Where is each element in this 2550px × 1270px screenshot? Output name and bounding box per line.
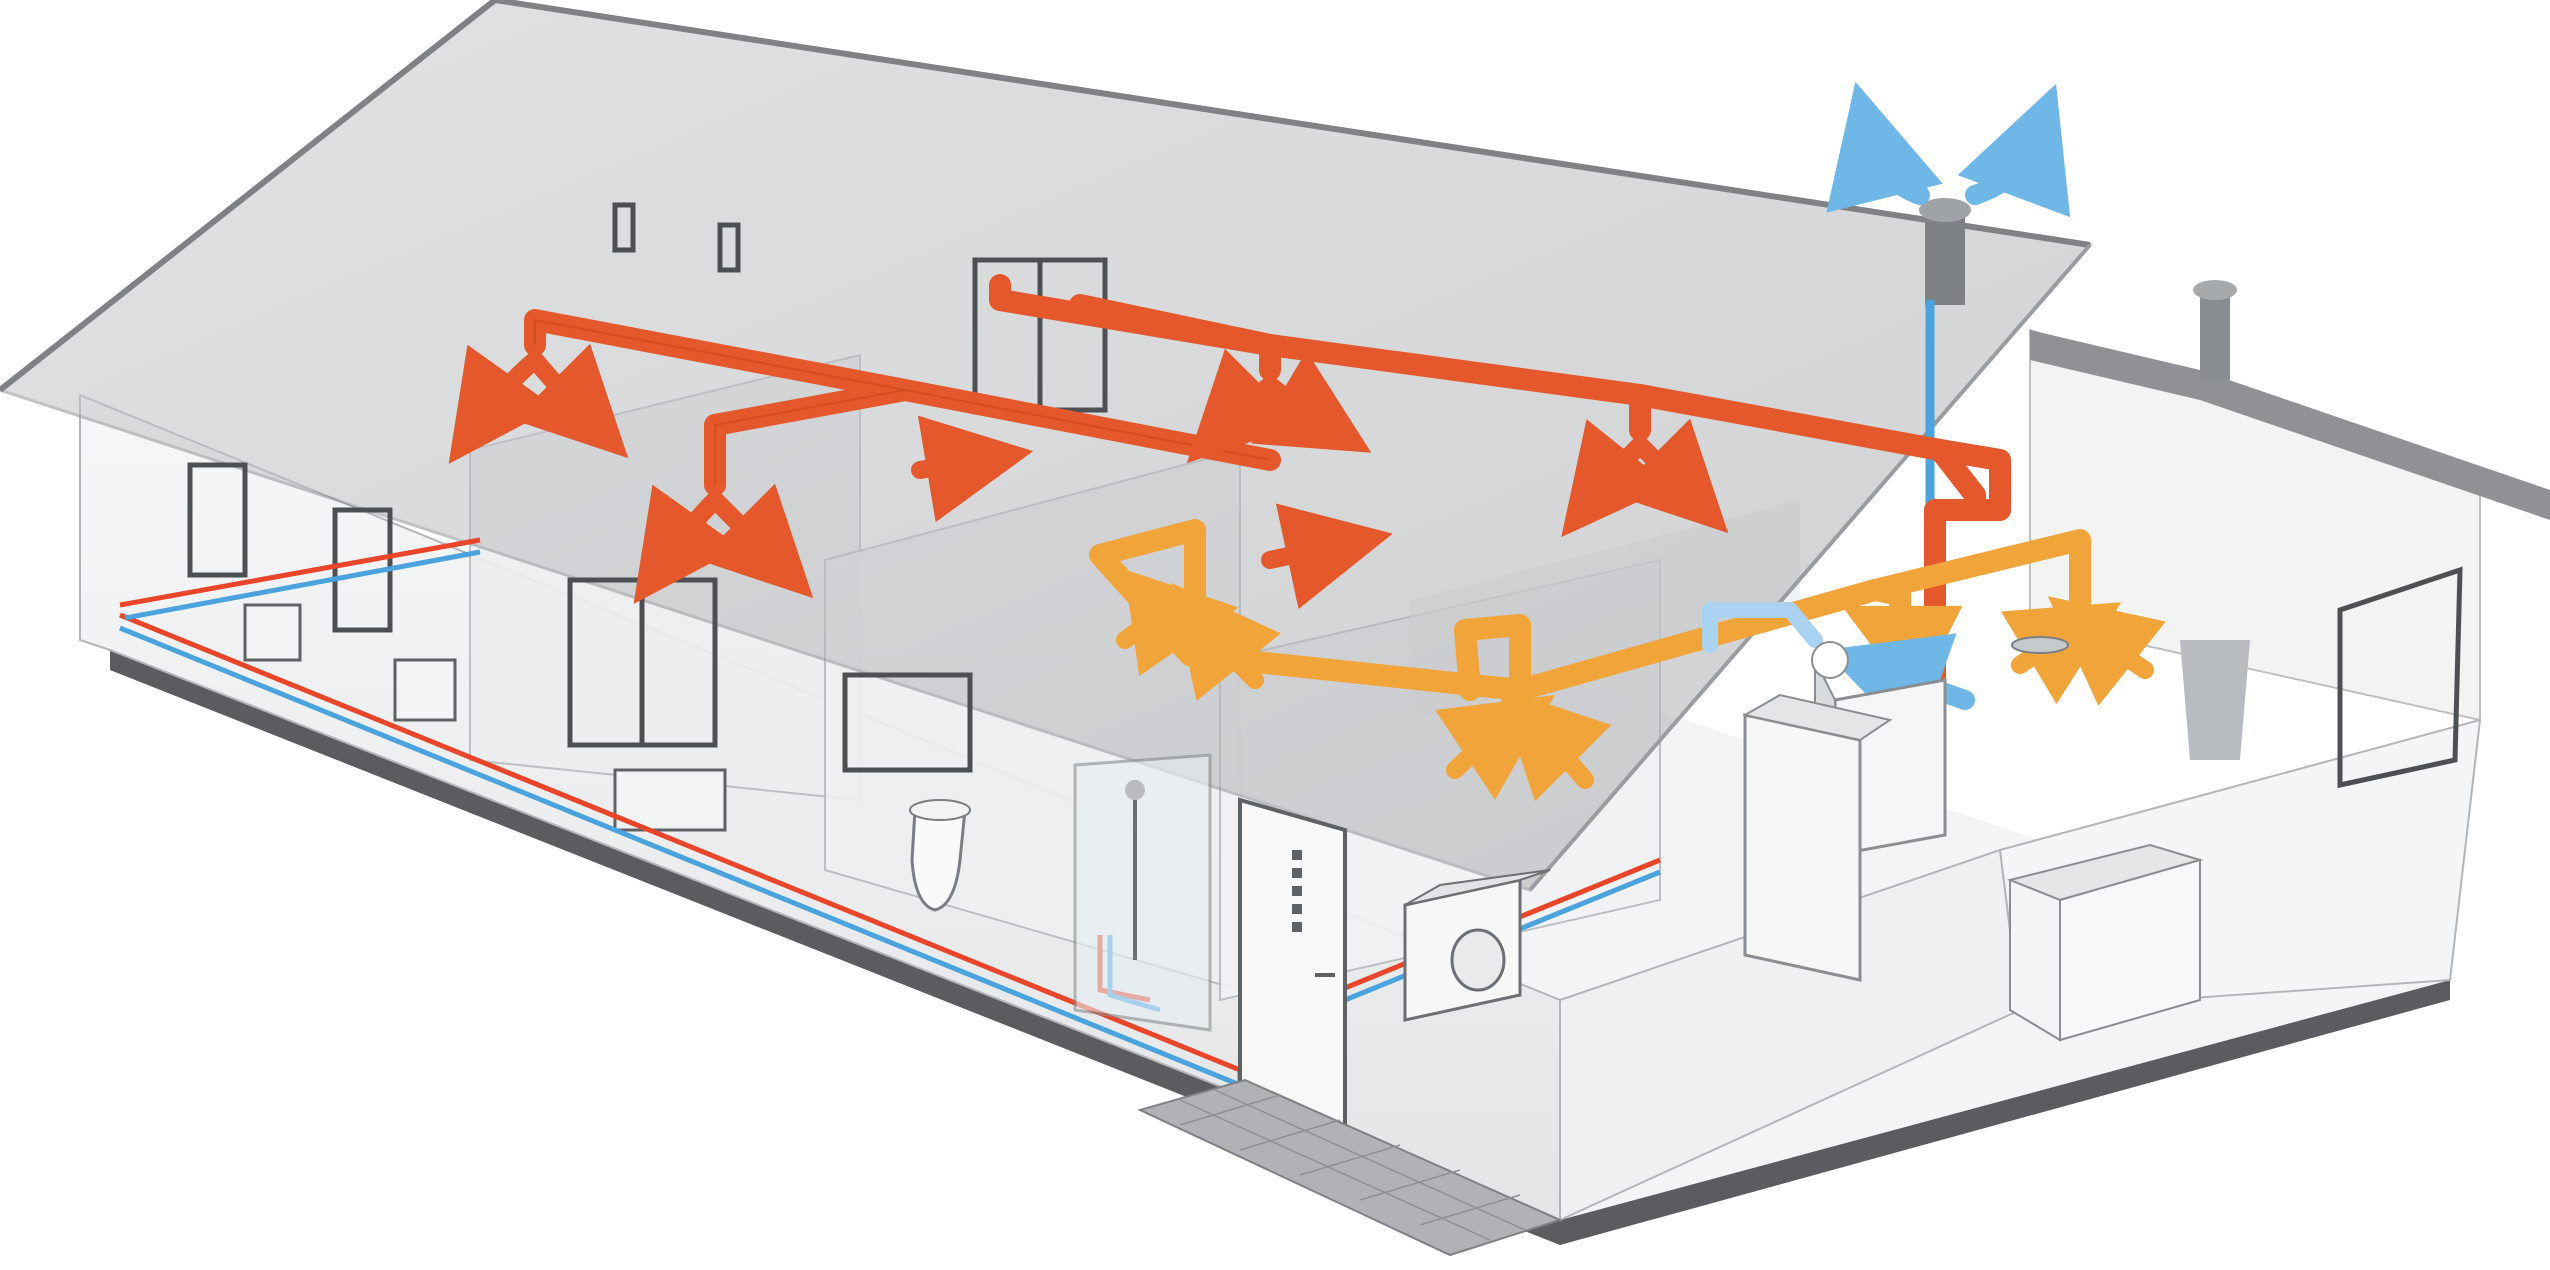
fresh-air-duct [1702, 602, 1823, 653]
washing-machine-icon [1403, 869, 1551, 1022]
kitchen-hood-icon [2006, 636, 2204, 1042]
extract-air-arrows [448, 343, 1729, 610]
entrance-paving [1137, 1078, 1563, 1257]
radiator-icon [243, 603, 727, 832]
heat-pump-icon [1742, 693, 1893, 982]
front-door-icon [1238, 797, 1347, 1128]
toilet-icon [909, 799, 971, 912]
shower-icon [1073, 753, 1212, 1032]
exhaust-duct-outline [534, 318, 1271, 485]
